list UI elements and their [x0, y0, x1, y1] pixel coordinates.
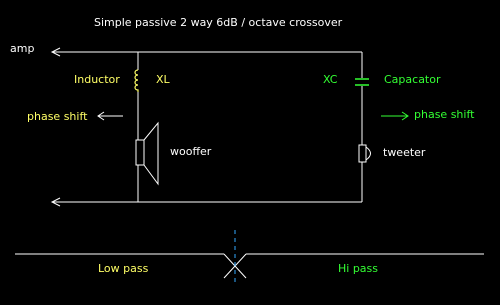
- inductor-label: Inductor: [74, 73, 120, 86]
- phase-shift-right-label: phase shift: [414, 108, 475, 121]
- high-pass-label: Hi pass: [338, 262, 378, 275]
- diagram-title: Simple passive 2 way 6dB / octave crosso…: [94, 16, 343, 29]
- tweeter-speaker-icon: [358, 144, 371, 163]
- arrow-right-icon: [381, 111, 409, 121]
- low-pass-label: Low pass: [98, 262, 149, 275]
- crossover-divider: [15, 230, 484, 282]
- arrow-left-icon: [97, 111, 123, 121]
- capacitor-icon: [355, 78, 369, 86]
- tweeter-label: tweeter: [383, 146, 426, 159]
- phase-shift-left-label: phase shift: [27, 110, 88, 123]
- xl-label: XL: [156, 73, 171, 86]
- bottom-wire: [50, 197, 362, 207]
- amp-label: amp: [10, 42, 34, 55]
- inductor-coil-icon: [134, 69, 139, 92]
- capacitor-label: Capacator: [384, 73, 441, 86]
- woofer-speaker-icon: [135, 121, 159, 186]
- woofer-label: wooffer: [170, 145, 212, 158]
- xc-label: XC: [323, 73, 338, 86]
- top-wire: [50, 47, 362, 57]
